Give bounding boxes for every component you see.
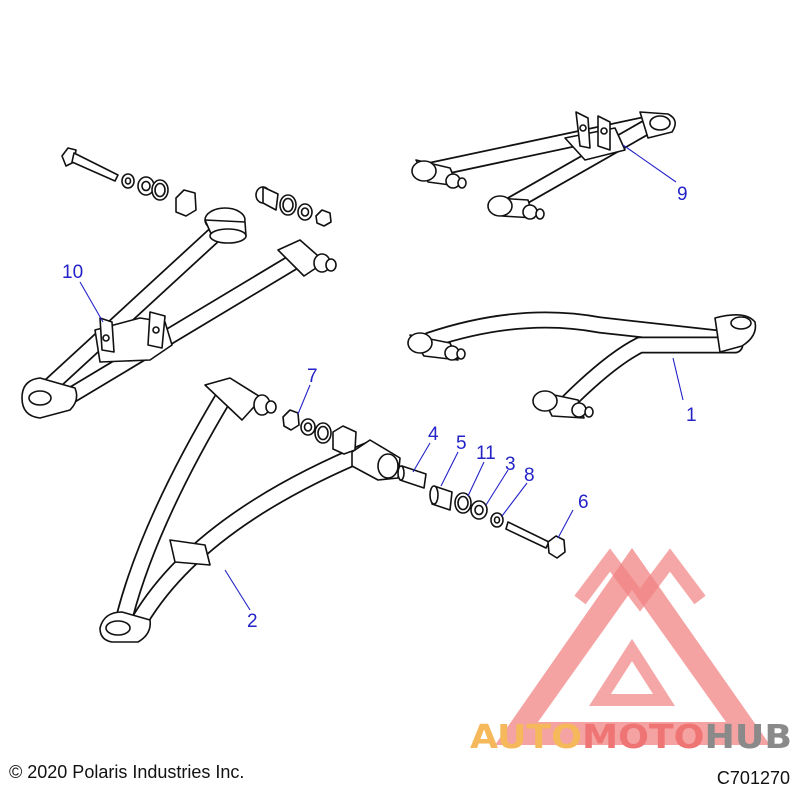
callout-10: 10 [62, 262, 83, 283]
part-10-hardware [61, 147, 332, 227]
callout-7: 7 [307, 366, 318, 387]
a-arm-part-2 [99, 377, 401, 643]
a-arm-part-9 [411, 111, 676, 220]
a-arm-part-1 [407, 311, 757, 419]
callout-5: 5 [456, 433, 467, 454]
callout-1: 1 [686, 405, 697, 426]
callout-11: 11 [476, 443, 496, 464]
watermark-word-moto: MOTO [582, 717, 705, 756]
callout-8: 8 [524, 465, 535, 486]
callout-4: 4 [428, 424, 439, 445]
callout-2: 2 [247, 611, 258, 632]
part-2-hardware [282, 409, 566, 559]
callout-9: 9 [677, 184, 688, 205]
leader-lines [79, 144, 684, 611]
a-arm-part-10 [21, 207, 337, 419]
callout-6: 6 [578, 492, 589, 513]
copyright-text: © 2020 Polaris Industries Inc. [9, 762, 244, 782]
watermark-logo [495, 548, 770, 745]
watermark-word-auto: AUTO [470, 717, 582, 756]
diagram-code: C701270 [717, 768, 790, 788]
watermark-word-hub: HUB [705, 717, 792, 756]
callout-3: 3 [505, 454, 516, 475]
callout-labels: 1 2 3 4 5 6 7 8 9 10 11 [62, 184, 697, 632]
